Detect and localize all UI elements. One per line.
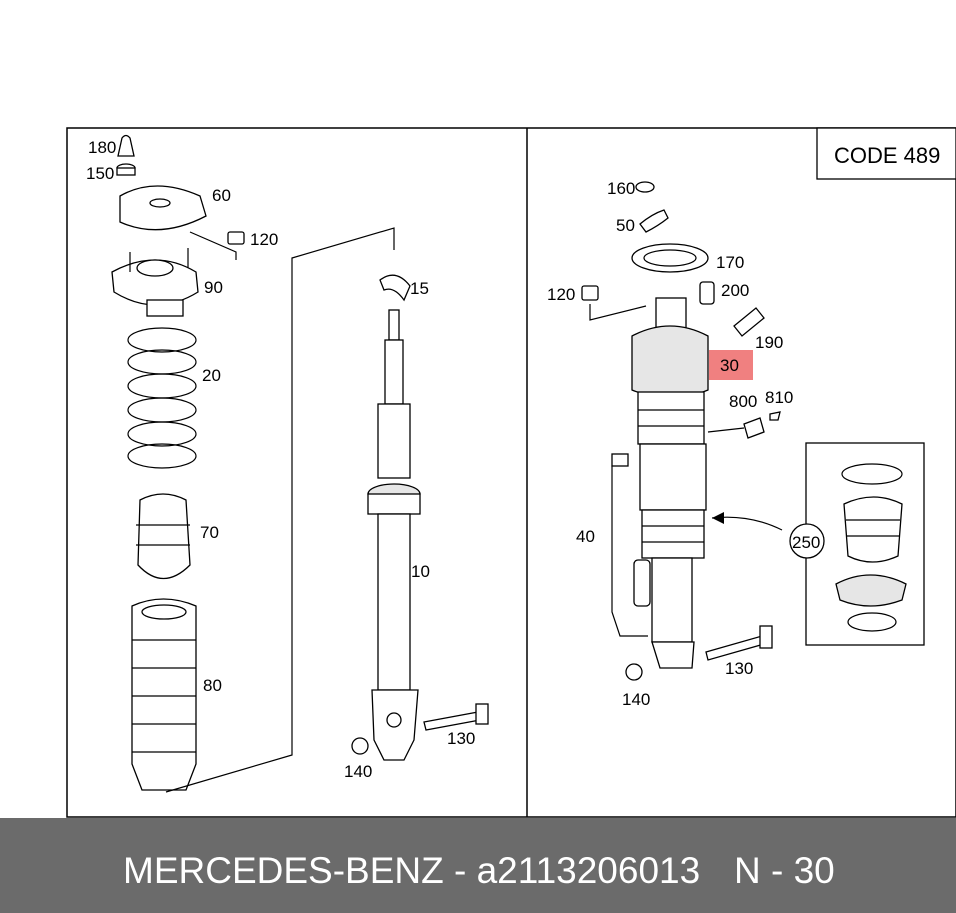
kit-250-callout	[789, 523, 825, 559]
part-130-bolt-head	[475, 703, 489, 725]
label-180: 180	[88, 138, 116, 157]
spring-coil-2	[127, 349, 197, 375]
label-150: 150	[86, 164, 114, 183]
shock-seat-collar	[367, 493, 421, 515]
label-200: 200	[721, 281, 749, 300]
part-800-connector	[743, 417, 765, 439]
label-80: 80	[203, 676, 222, 695]
arrow-250-head	[712, 512, 724, 524]
part-15-clip	[379, 274, 411, 302]
label-140-right: 140	[622, 690, 650, 709]
label-40: 40	[576, 527, 595, 546]
part-130-bolt-right	[705, 635, 765, 661]
part-130-bolt-head-right	[759, 625, 773, 649]
label-130-right: 130	[725, 659, 753, 678]
kit-ring-bottom	[847, 612, 897, 632]
kit-ring-top	[841, 463, 903, 485]
part-190-valve	[733, 307, 765, 337]
wire-800	[707, 427, 745, 433]
code-box-label: CODE 489	[834, 143, 940, 168]
label-140-left: 140	[344, 762, 372, 781]
air-strut-lower-bellows	[641, 509, 705, 559]
part-120-nut	[227, 231, 245, 245]
highlight-30	[709, 350, 753, 380]
spring-coil-5	[127, 421, 197, 447]
label-160: 160	[607, 179, 635, 198]
leader-120	[189, 231, 237, 260]
air-spring-bellows	[637, 391, 705, 445]
spring-coil-6	[127, 443, 197, 469]
label-120-right: 120	[547, 285, 575, 304]
part-60-hole	[149, 198, 171, 208]
air-strut-top-cap	[655, 297, 687, 329]
label-130-left: 130	[447, 729, 475, 748]
part-70-bump-stop	[137, 493, 191, 579]
part-20-coil-spring	[127, 327, 197, 469]
kit-seat	[835, 574, 907, 607]
part-130-bolt-shaft	[423, 711, 481, 731]
part-90-top-mount	[111, 259, 199, 306]
part-140-nut-right	[625, 663, 643, 681]
footer-part-number: MERCEDES-BENZ - a2113206013	[123, 850, 701, 891]
label-60: 60	[212, 186, 231, 205]
label-70: 70	[200, 523, 219, 542]
spring-coil-3	[127, 373, 197, 399]
part-80-dust-boot	[131, 598, 197, 791]
sensor-connector	[611, 453, 629, 467]
part-90-center	[136, 259, 174, 277]
part-120-nut-right	[581, 285, 599, 301]
label-800: 800	[729, 392, 757, 411]
spring-coil-4	[127, 397, 197, 423]
part-50-bracket	[639, 209, 669, 233]
part-170-gasket-inner	[643, 249, 697, 267]
part-810-plug	[769, 411, 781, 421]
part-200-fitting	[699, 281, 715, 305]
sensor-bracket	[633, 559, 651, 607]
diagram-canvas: CODE 489	[66, 127, 956, 818]
part-140-nut	[351, 737, 369, 755]
part-180-cap	[117, 134, 135, 157]
shock-upper-body	[377, 403, 411, 479]
shock-rod	[384, 339, 404, 405]
damper-fork	[651, 641, 695, 669]
part-170-gasket	[631, 243, 709, 273]
part-30-air-spring	[631, 325, 709, 399]
label-15: 15	[410, 279, 429, 298]
left-strut-assembly	[111, 134, 489, 793]
label-50: 50	[616, 216, 635, 235]
diagram-frame	[66, 127, 956, 818]
code-box	[816, 127, 956, 180]
part-60-mount-plate	[119, 185, 207, 231]
label-120-left: 120	[250, 230, 278, 249]
shock-eye	[386, 712, 402, 728]
shock-lower-body	[377, 513, 411, 691]
spring-coil-1	[127, 327, 197, 353]
label-30: 30	[720, 356, 739, 375]
footer-bar	[0, 818, 956, 913]
dust-boot-top	[141, 604, 187, 620]
leader-120-right	[589, 304, 647, 321]
label-170: 170	[716, 253, 744, 272]
kit-boot	[843, 496, 903, 563]
damper-body	[651, 557, 693, 643]
right-air-strut-assembly	[581, 181, 925, 681]
label-250: 250	[792, 533, 820, 552]
leader-bracket	[165, 227, 395, 793]
part-160-washer	[635, 181, 655, 193]
shock-rod-tip	[388, 309, 400, 341]
part-150-nut-body	[116, 167, 136, 176]
label-20: 20	[202, 366, 221, 385]
label-90: 90	[204, 278, 223, 297]
label-190: 190	[755, 333, 783, 352]
label-810: 810	[765, 388, 793, 407]
label-10: 10	[411, 562, 430, 581]
air-strut-mid	[639, 443, 707, 511]
footer-position: N - 30	[734, 850, 835, 891]
part-90-neck	[146, 299, 184, 317]
